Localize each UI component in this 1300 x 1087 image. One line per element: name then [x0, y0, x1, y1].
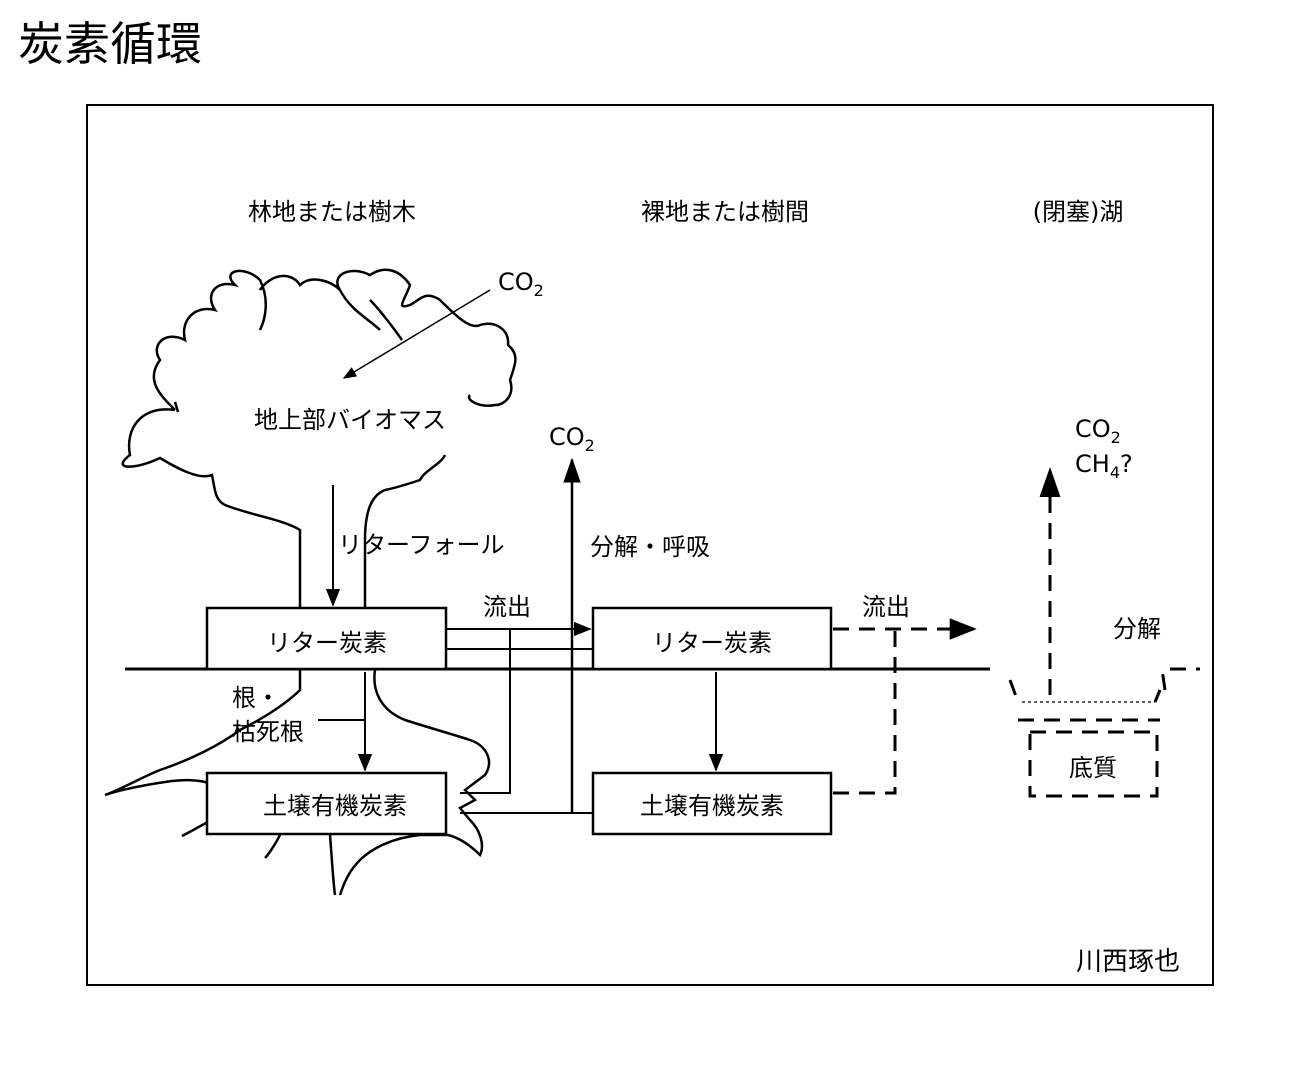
diagram-frame: [86, 104, 1214, 986]
soil-carbon-forest-box: [205, 771, 448, 836]
co2-uptake-arrow: [342, 289, 491, 379]
region-forest-label: 林地または樹木: [248, 198, 416, 226]
aboveground-biomass-label: 地上部バイオマス: [254, 406, 446, 434]
decomposition-label: 分解: [1113, 615, 1161, 643]
litter-carbon-forest-box: [205, 606, 448, 671]
lake-basin-floor: [1018, 668, 1167, 722]
litter-carbon-bare-box: [591, 606, 833, 671]
region-lake-label: (閉塞)湖: [1033, 198, 1124, 226]
tree-roots: [104, 670, 302, 797]
lake-basin-outline: [1008, 667, 1200, 703]
soil-outflow-dashed-line: [833, 629, 897, 795]
tree-canopy-outline: [363, 454, 447, 620]
tree-canopy-outline: [121, 408, 302, 620]
soil-flow-line: [460, 629, 511, 794]
co2-lake-label: CO2: [1075, 415, 1121, 447]
tree-canopy-outline: [338, 289, 404, 341]
soil-carbon-bare-box: [591, 771, 833, 836]
decomposition-respiration-label: 分解・呼吸: [590, 533, 710, 561]
sediment-label: 底質: [1069, 754, 1117, 782]
outflow-label-forest: 流出: [483, 593, 531, 621]
sediment-box: [1028, 730, 1159, 798]
page-title: 炭素循環: [18, 17, 202, 71]
litter-carbon-bare-label: リター炭素: [652, 629, 772, 657]
litter-carbon-forest-label: リター炭素: [267, 629, 387, 657]
region-bare-label: 裸地または樹間: [641, 198, 809, 226]
author-credit: 川西琢也: [1076, 947, 1180, 977]
roots-label: 根・: [232, 684, 280, 712]
ch4-lake-label: CH4?: [1075, 450, 1133, 482]
litterfall-label: リターフォール: [338, 531, 505, 559]
co2-uptake-label: CO2: [498, 268, 544, 300]
tree-canopy-outline: [173, 401, 180, 413]
tree-canopy-outline: [152, 268, 517, 411]
co2-respiration-label: CO2: [549, 423, 595, 455]
soil-carbon-forest-label: 土壌有機炭素: [263, 792, 407, 820]
soil-carbon-bare-label: 土壌有機炭素: [640, 792, 784, 820]
dead-roots-label: 枯死根: [232, 718, 304, 746]
tree-roots: [338, 669, 491, 896]
outflow-label-bare: 流出: [862, 593, 910, 621]
